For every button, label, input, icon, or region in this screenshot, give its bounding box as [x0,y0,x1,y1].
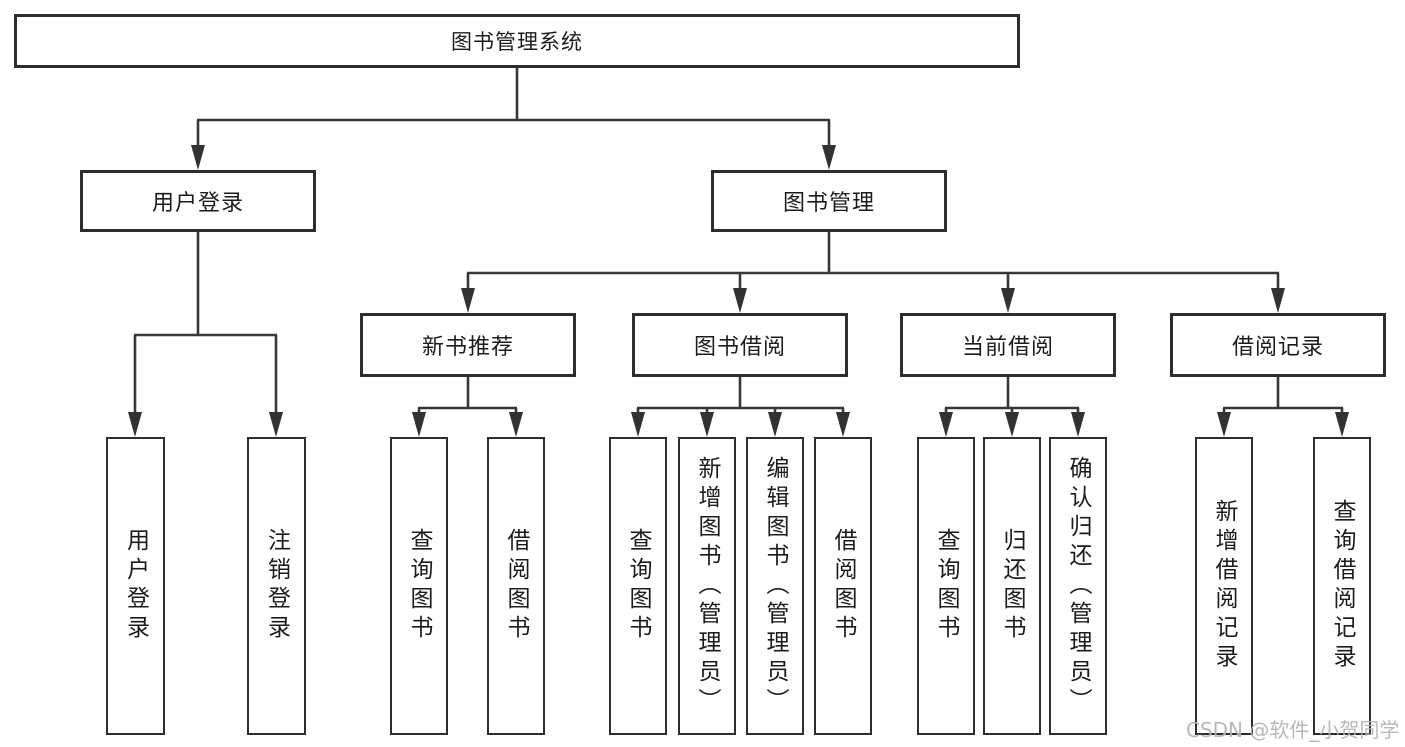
leaf-records-query-record-label: 查询借阅记录 [1329,499,1355,673]
leaf-logout: 注销登录 [247,437,306,735]
leaf-borrowing-borrow-books: 借阅图书 [814,437,872,735]
leaf-borrowing-borrow-books-label: 借阅图书 [830,528,856,644]
node-new-book-recommend: 新书推荐 [360,313,576,377]
node-user-login: 用户登录 [80,170,316,232]
node-user-login-label: 用户登录 [151,191,244,216]
leaf-borrowing-add-books-admin-label: 新增图书（管理员） [694,455,720,717]
node-library-system-label: 图书管理系统 [451,30,583,54]
leaf-current-return-books: 归还图书 [983,437,1041,735]
leaf-current-query-books: 查询图书 [917,437,975,735]
leaf-current-return-books-label: 归还图书 [999,528,1025,644]
leaf-borrowing-edit-books-admin: 编辑图书（管理员） [746,437,804,735]
node-book-borrowing-label: 图书借阅 [693,335,786,360]
node-new-book-recommend-label: 新书推荐 [421,335,514,360]
node-current-borrowing: 当前借阅 [900,313,1116,377]
leaf-current-confirm-return-admin-label: 确认归还（管理员） [1065,455,1091,717]
node-book-management-label: 图书管理 [782,191,875,216]
leaf-borrowing-edit-books-admin-label: 编辑图书（管理员） [762,455,788,717]
leaf-user-login: 用户登录 [106,437,165,735]
leaf-newrec-borrow-books: 借阅图书 [487,437,545,735]
leaf-newrec-borrow-books-label: 借阅图书 [503,528,529,644]
leaf-records-add-record-label: 新增借阅记录 [1211,499,1237,673]
node-current-borrowing-label: 当前借阅 [961,335,1054,360]
leaf-records-add-record: 新增借阅记录 [1195,437,1253,735]
node-borrowing-records: 借阅记录 [1170,313,1386,377]
node-library-system: 图书管理系统 [14,14,1020,68]
leaf-newrec-query-books-label: 查询图书 [406,528,432,644]
node-book-borrowing: 图书借阅 [632,313,848,377]
leaf-borrowing-add-books-admin: 新增图书（管理员） [678,437,736,735]
leaf-records-query-record: 查询借阅记录 [1313,437,1371,735]
leaf-borrowing-query-books-label: 查询图书 [625,528,651,644]
leaf-current-query-books-label: 查询图书 [933,528,959,644]
leaf-newrec-query-books: 查询图书 [390,437,448,735]
node-borrowing-records-label: 借阅记录 [1231,335,1324,360]
leaf-user-login-label: 用户登录 [122,528,149,644]
leaf-current-confirm-return-admin: 确认归还（管理员） [1049,437,1107,735]
leaf-logout-label: 注销登录 [263,528,290,644]
node-book-management: 图书管理 [711,170,947,232]
leaf-borrowing-query-books: 查询图书 [609,437,667,735]
